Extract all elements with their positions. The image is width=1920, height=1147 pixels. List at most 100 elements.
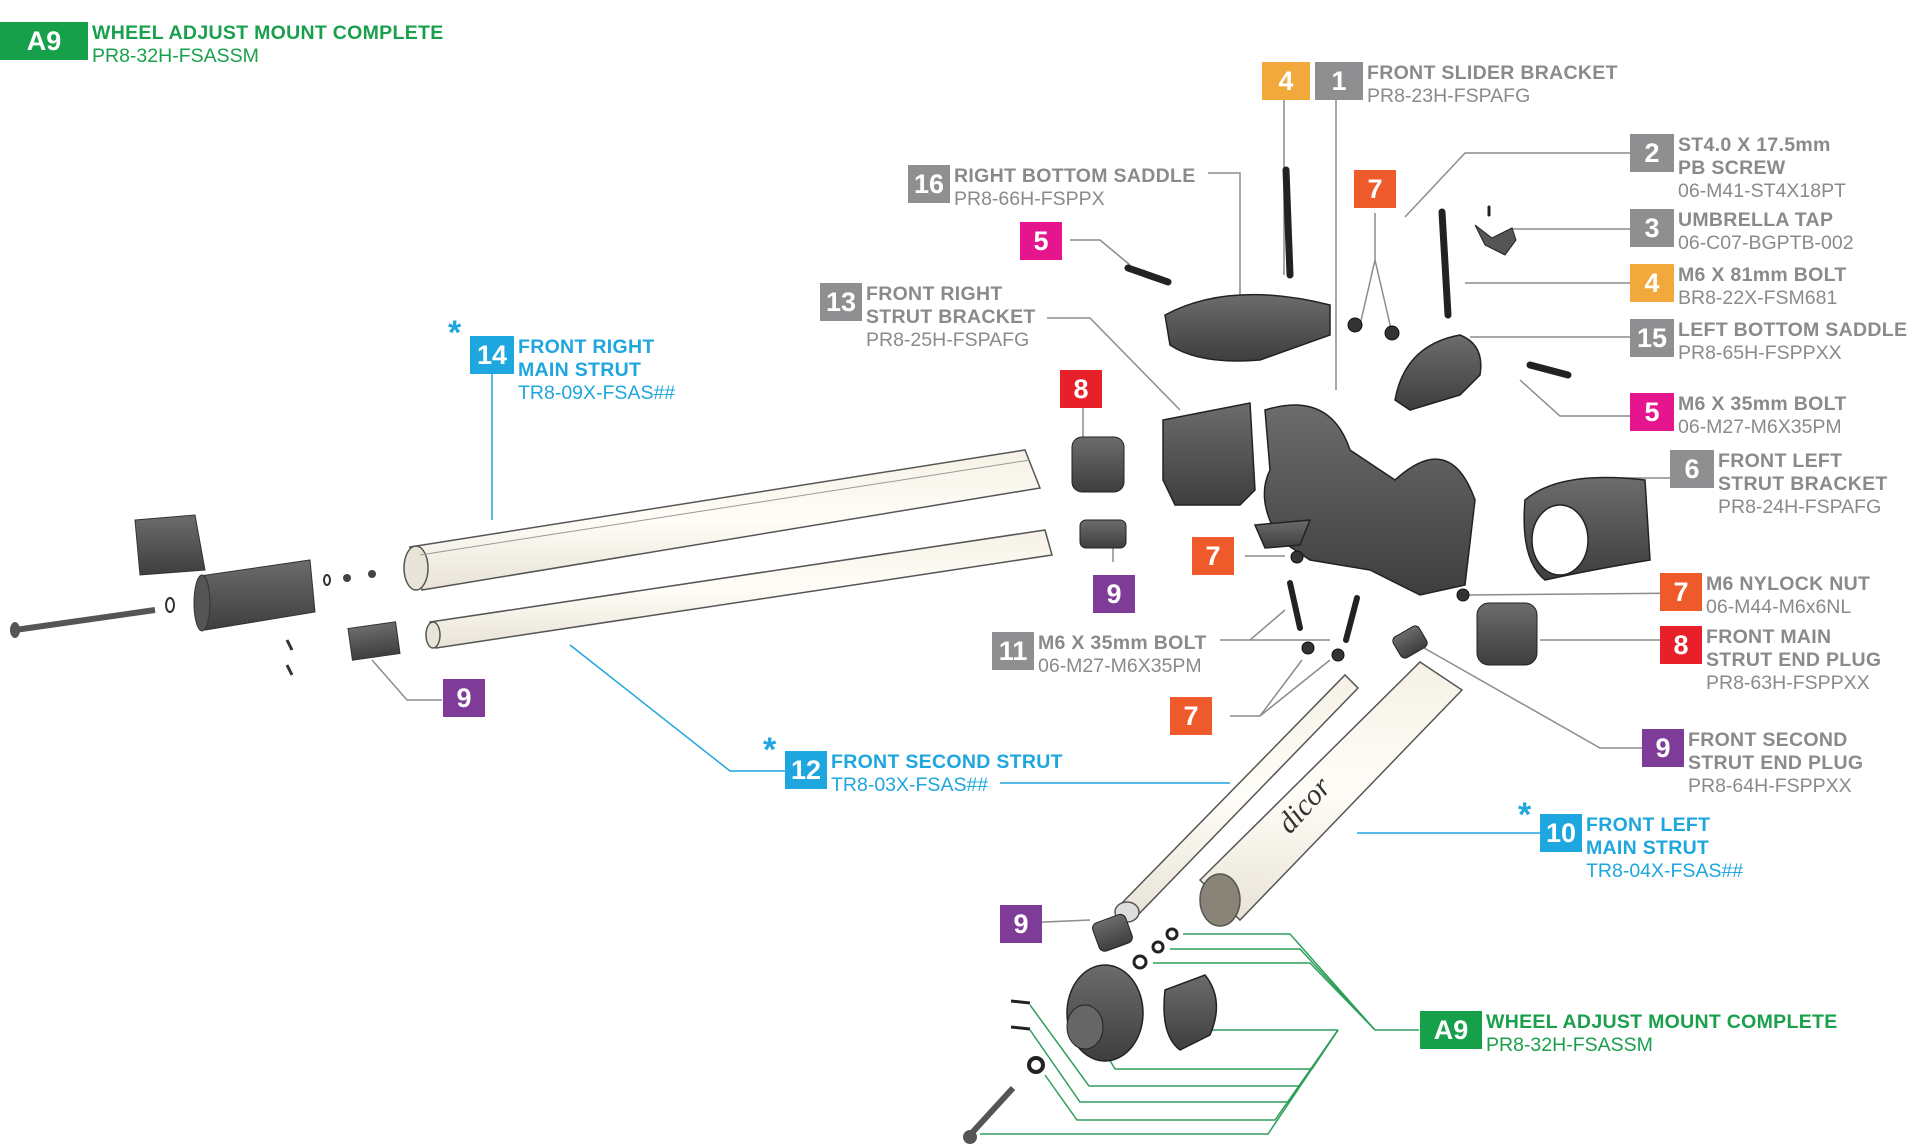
badge-9: 9	[1642, 729, 1684, 767]
callout-name: FRONT SECOND STRUT	[831, 751, 1063, 773]
callout-header-a9: A9 WHEEL ADJUST MOUNT COMPLETE PR8-32H-F…	[0, 22, 444, 68]
badge-a9: A9	[0, 22, 88, 60]
front-second-strut-end-plug-drawing	[1079, 519, 1428, 952]
callout-name-line2: STRUT END PLUG	[1706, 649, 1882, 671]
callout-name: M6 X 35mm BOLT	[1678, 393, 1847, 415]
callout-name: M6 X 81mm BOLT	[1678, 264, 1847, 286]
callout-name-line2: STRUT END PLUG	[1688, 752, 1864, 774]
front-second-strut-drawing	[1114, 673, 1360, 923]
badge-1: 1	[1315, 62, 1363, 100]
bolts-drawing	[1124, 166, 1572, 643]
end-cap-assembly-left	[10, 514, 401, 676]
badge-5-saddle-bolt: 5	[1020, 222, 1062, 260]
badge-15: 15	[1630, 319, 1674, 357]
badge-7-top: 7	[1354, 170, 1396, 208]
callout-code: PR8-63H-FSPPXX	[1706, 672, 1870, 694]
callout-name: UMBRELLA TAP	[1678, 209, 1834, 231]
green-leader-lines	[980, 933, 1419, 1135]
callout-code: BR8-22X-FSM681	[1678, 287, 1838, 309]
callout-code: PR8-64H-FSPPXX	[1688, 775, 1852, 797]
callout-code: PR8-65H-FSPPXX	[1678, 342, 1842, 364]
umbrella-tap-drawing	[1474, 224, 1517, 256]
callout-code: 06-M27-M6X35PM	[1678, 416, 1842, 438]
badge-13: 13	[820, 283, 862, 321]
callout-name: FRONT SECOND	[1688, 729, 1848, 751]
badge-8: 8	[1660, 626, 1702, 664]
right-bottom-saddle-drawing	[1164, 293, 1331, 362]
badge-5: 5	[1630, 393, 1674, 431]
badge-4: 4	[1630, 264, 1674, 302]
blue-leader-lines	[491, 372, 1540, 834]
callout-name-line2: PB SCREW	[1678, 157, 1786, 179]
badge-3: 3	[1630, 209, 1674, 247]
callout-code: TR8-03X-FSAS##	[831, 774, 989, 796]
callout-code: 06-C07-BGPTB-002	[1678, 232, 1854, 254]
front-right-strut-bracket-drawing	[1162, 402, 1256, 506]
front-second-strut-right-drawing	[425, 529, 1053, 649]
callout-code: 06-M41-ST4X18PT	[1678, 180, 1846, 202]
callout-name-line2: MAIN STRUT	[1586, 837, 1710, 859]
callout-name: RIGHT BOTTOM SADDLE	[954, 165, 1196, 187]
callout-name: FRONT SLIDER BRACKET	[1367, 62, 1618, 84]
callout-code: 06-M44-M6x6NL	[1706, 596, 1852, 618]
asterisk-10: *	[1518, 796, 1532, 834]
front-main-strut-end-plug-drawing	[1071, 436, 1538, 666]
callout-code: PR8-23H-FSPAFG	[1367, 85, 1531, 107]
callout-name: FRONT MAIN	[1706, 626, 1832, 648]
badge-10: 10	[1540, 814, 1582, 852]
callout-name-line2: MAIN STRUT	[518, 359, 642, 381]
asterisk-12: *	[763, 731, 777, 769]
callout-name: FRONT RIGHT	[518, 336, 655, 358]
callout-name: M6 X 35mm BOLT	[1038, 632, 1207, 654]
badge-8-left: 8	[1060, 370, 1102, 408]
badge-9-center: 9	[1093, 575, 1135, 613]
badge-6: 6	[1670, 450, 1714, 488]
callout-name: FRONT LEFT	[1718, 450, 1843, 472]
nylock-nuts-drawing	[1290, 317, 1470, 662]
front-left-strut-bracket-drawing	[1523, 476, 1651, 581]
callout-code: 06-M27-M6X35PM	[1038, 655, 1202, 677]
callout-code: PR8-32H-FSASSM	[1486, 1034, 1653, 1056]
badge-12: 12	[785, 751, 827, 789]
callout-name: FRONT LEFT	[1586, 814, 1711, 836]
callout-code: PR8-32H-FSASSM	[92, 45, 259, 67]
callout-code: PR8-24H-FSPAFG	[1718, 496, 1882, 518]
callout-name: LEFT BOTTOM SADDLE	[1678, 319, 1908, 341]
callout-name: WHEEL ADJUST MOUNT COMPLETE	[92, 22, 444, 44]
badge-4-top: 4	[1262, 62, 1310, 100]
badge-7-center: 7	[1192, 537, 1234, 575]
callout-name-line2: STRUT BRACKET	[866, 306, 1036, 328]
badge-7-lower: 7	[1170, 697, 1212, 735]
badge-9-left: 9	[443, 679, 485, 717]
badge-11: 11	[992, 632, 1034, 670]
callout-code: PR8-66H-FSPPX	[954, 188, 1105, 210]
callout-code: TR8-04X-FSAS##	[1586, 860, 1744, 882]
wheel-adjust-mount-drawing	[963, 927, 1218, 1144]
badge-14: 14	[470, 336, 514, 374]
callout-name-line2: STRUT BRACKET	[1718, 473, 1888, 495]
callout-name: M6 NYLOCK NUT	[1706, 573, 1871, 595]
callout-name: FRONT RIGHT	[866, 283, 1003, 305]
callout-code: PR8-25H-FSPAFG	[866, 329, 1030, 351]
asterisk-14: *	[448, 314, 462, 352]
callout-name: ST4.0 X 17.5mm	[1678, 134, 1831, 156]
front-right-main-strut-drawing	[403, 449, 1042, 591]
badge-9-bottom: 9	[1000, 905, 1042, 943]
front-slider-bracket-drawing	[1253, 404, 1476, 596]
